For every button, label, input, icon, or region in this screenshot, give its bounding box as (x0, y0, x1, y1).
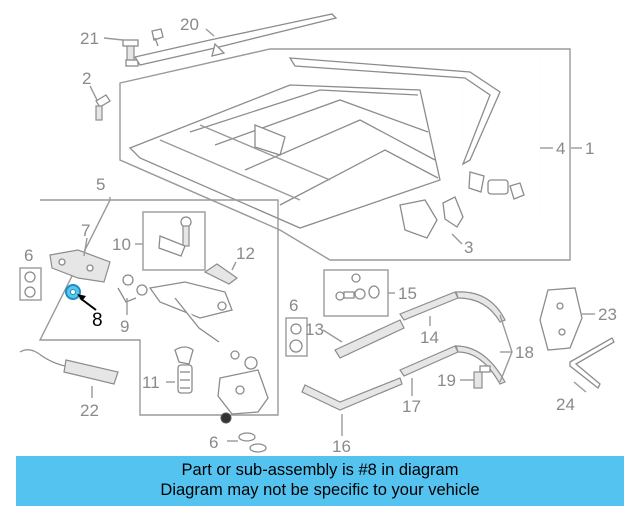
part-9-linkage (117, 274, 233, 343)
group-1-outline (119, 48, 571, 261)
part-6-bushing-right (285, 317, 308, 357)
callout-13: 13 (305, 320, 324, 339)
callout-20: 20 (180, 15, 199, 34)
part-7-hinge-plate (49, 249, 111, 283)
part-1-top-frame (128, 57, 525, 239)
callout-6-right: 6 (289, 296, 298, 315)
part-20-trim-rail (133, 13, 338, 66)
callout-16: 16 (332, 437, 351, 456)
banner-line-2: Diagram may not be specific to your vehi… (160, 481, 480, 499)
lower-hinge-assembly (217, 350, 269, 424)
callout-3: 3 (464, 238, 473, 257)
part-12-bracket (203, 263, 239, 285)
callout-6-left: 6 (24, 246, 33, 265)
callout-5: 5 (96, 175, 105, 194)
part-22-cable (19, 349, 119, 385)
part-10-bolt (142, 211, 206, 271)
callout-1: 1 (585, 139, 594, 158)
callout-10: 10 (112, 235, 131, 254)
callout-14: 14 (420, 328, 439, 347)
callout-22: 22 (80, 401, 99, 420)
callout-24: 24 (556, 395, 575, 414)
callout-7: 7 (81, 221, 90, 240)
part-11-bracket (174, 346, 194, 394)
callout-23: 23 (598, 305, 617, 324)
part-2-screw (95, 94, 111, 121)
part-13-weatherstrip (334, 319, 405, 359)
part-15-fastener-group (323, 269, 389, 317)
info-banner: Part or sub-assembly is #8 in diagram Di… (16, 456, 624, 506)
callout-6-bottom: 6 (209, 433, 218, 452)
group-5-outline (38, 197, 279, 416)
callout-4: 4 (556, 139, 565, 158)
callout-18: 18 (515, 343, 534, 362)
part-24-rod (569, 337, 615, 390)
callout-12: 12 (236, 244, 255, 263)
part-14-weatherstrip (399, 291, 506, 323)
banner-line-1: Part or sub-assembly is #8 in diagram (181, 461, 459, 479)
part-23-bracket (539, 287, 583, 351)
part-6-bushing-left (19, 267, 42, 301)
part-16-weatherstrip (301, 377, 403, 411)
callout-8: 8 (92, 310, 103, 331)
callout-15: 15 (398, 284, 417, 303)
callout-9: 9 (120, 317, 129, 336)
part-21-bolt-group (122, 28, 164, 67)
callout-11: 11 (142, 373, 160, 392)
part-6-bushing-lower (238, 432, 267, 453)
callout-19: 19 (437, 371, 456, 390)
callout-21: 21 (80, 29, 99, 48)
callout-17: 17 (402, 397, 421, 416)
part-8-washer-highlighted (65, 284, 81, 300)
part-19-fastener (473, 365, 491, 389)
callout-2: 2 (82, 69, 91, 88)
